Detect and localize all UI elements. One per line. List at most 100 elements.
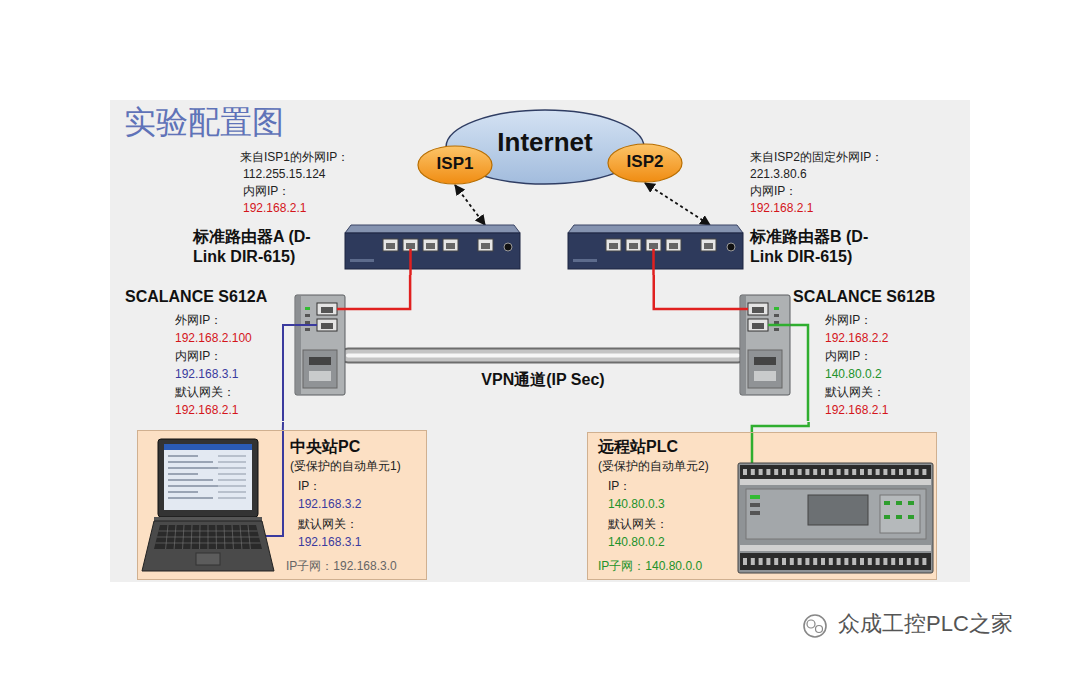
- node-heading: 标准路由器A (D-Link DIR-615): [193, 227, 343, 267]
- gateway-slot: [754, 357, 776, 365]
- status-led: [750, 503, 760, 507]
- vpn-gateway: SCALANCE S612A外网IP：192.168.2.100内网IP：192…: [120, 285, 348, 422]
- terminal-screw: [837, 469, 841, 475]
- green-cable: [752, 422, 809, 432]
- blue-cable: [282, 422, 284, 430]
- laptop-keyboard: [154, 525, 262, 549]
- terminal-screw: [899, 558, 903, 565]
- terminal-screw: [837, 558, 841, 565]
- vpn-gateway: SCALANCE S612B外网IP：192.168.2.2内网IP：140.8…: [738, 285, 960, 422]
- port-socket: [321, 307, 333, 313]
- window-row: [218, 473, 246, 475]
- router-device: 标准路由器B (D-Link DIR-615): [568, 225, 906, 275]
- terminal-screw: [891, 469, 895, 475]
- terminal-screw: [805, 469, 809, 475]
- window-row: [168, 497, 213, 499]
- status-led: [305, 328, 310, 331]
- watermark-icon: [804, 615, 826, 637]
- node-text: 140.80.0.2: [608, 535, 665, 549]
- laptop-touchpad: [196, 553, 220, 565]
- lan-port: [443, 239, 458, 251]
- window-row: [218, 479, 246, 481]
- edge-label: VPN通道(IP Sec): [477, 370, 608, 389]
- key-column: [240, 525, 242, 549]
- terminal-screw: [844, 469, 848, 475]
- terminal-screw: [860, 558, 864, 565]
- node-text: 内网IP：: [825, 349, 872, 363]
- terminal-screw: [915, 558, 919, 565]
- internet-link: [645, 183, 710, 225]
- terminal-screw: [813, 469, 817, 475]
- window-row: [218, 497, 246, 499]
- node-text: 默认网关：: [298, 517, 358, 531]
- watermark: 众成工控PLC之家: [838, 611, 1013, 637]
- terminal-screw: [759, 469, 763, 475]
- node-text: IP：: [608, 479, 631, 493]
- node-text: 192.168.3.1: [298, 535, 361, 549]
- node-text: 140.80.0.3: [608, 497, 665, 511]
- status-led: [774, 328, 779, 331]
- terminal-screw: [743, 469, 747, 475]
- terminal-screw: [821, 558, 825, 565]
- red-cable: [409, 249, 412, 275]
- status-led: [750, 511, 760, 515]
- status-led: [774, 307, 779, 310]
- ethernet-port: [317, 303, 337, 315]
- status-led: [774, 314, 779, 317]
- router-top: [345, 225, 520, 233]
- plc-cover: [808, 495, 868, 525]
- terminal-screw: [891, 558, 895, 565]
- key-column: [183, 525, 184, 549]
- ip-label: 192.168.2.1: [750, 201, 813, 215]
- terminal-screw: [774, 558, 778, 565]
- wan-port: [478, 239, 493, 251]
- node-text: (受保护的自动单元2): [598, 459, 709, 473]
- plc-panel: [746, 489, 926, 539]
- window-row: [168, 491, 198, 493]
- terminal-screw: [782, 558, 786, 565]
- terminal-screw: [751, 469, 755, 475]
- terminal-screw: [829, 469, 833, 475]
- red-cable: [652, 249, 655, 275]
- lan-port: [666, 239, 681, 251]
- router-top: [568, 225, 743, 233]
- router-body: [568, 233, 743, 269]
- node-text: 内网IP：: [175, 349, 222, 363]
- node-text: 192.168.3.1: [175, 367, 238, 381]
- ip-label: 221.3.80.6: [750, 167, 807, 181]
- diagram-title: 实验配置图: [124, 103, 284, 141]
- router-strip: [350, 259, 374, 262]
- gateway-bevel: [741, 296, 746, 394]
- port-socket: [426, 243, 435, 249]
- ip-label: 192.168.2.1: [243, 201, 306, 215]
- node-heading: 标准路由器B (D-Link DIR-615): [750, 227, 900, 267]
- window-row: [218, 491, 246, 493]
- power-jack: [727, 243, 735, 251]
- ip-label: 内网IP：: [243, 184, 290, 198]
- node-text: 140.80.0.2: [825, 367, 882, 381]
- node-text: 默认网关：: [175, 385, 235, 399]
- terminal-screw: [766, 558, 770, 565]
- ethernet-port: [748, 319, 768, 331]
- terminal-screw: [774, 469, 778, 475]
- node-text: 外网IP：: [825, 313, 872, 327]
- isp-oval: ISP1: [417, 145, 493, 185]
- node-text: 192.168.2.100: [175, 331, 252, 345]
- io-led: [908, 501, 914, 505]
- station-box-art: [138, 431, 428, 581]
- node-text: IP：: [298, 479, 321, 493]
- terminal-screw: [759, 558, 763, 565]
- node-text: 192.168.3.2: [298, 497, 361, 511]
- node-heading: Internet: [497, 127, 592, 158]
- terminal-screw: [790, 558, 794, 565]
- plc-terminals: [740, 553, 931, 570]
- port-socket: [669, 243, 678, 249]
- lan-port: [423, 239, 438, 251]
- vpn-gateway-art: [120, 285, 348, 421]
- terminal-screw: [805, 558, 809, 565]
- port-socket: [629, 243, 638, 249]
- blue-cable: [266, 431, 283, 536]
- green-cable: [768, 324, 790, 327]
- tunnel-shading: [348, 350, 738, 362]
- plc-label-strip: [740, 479, 931, 485]
